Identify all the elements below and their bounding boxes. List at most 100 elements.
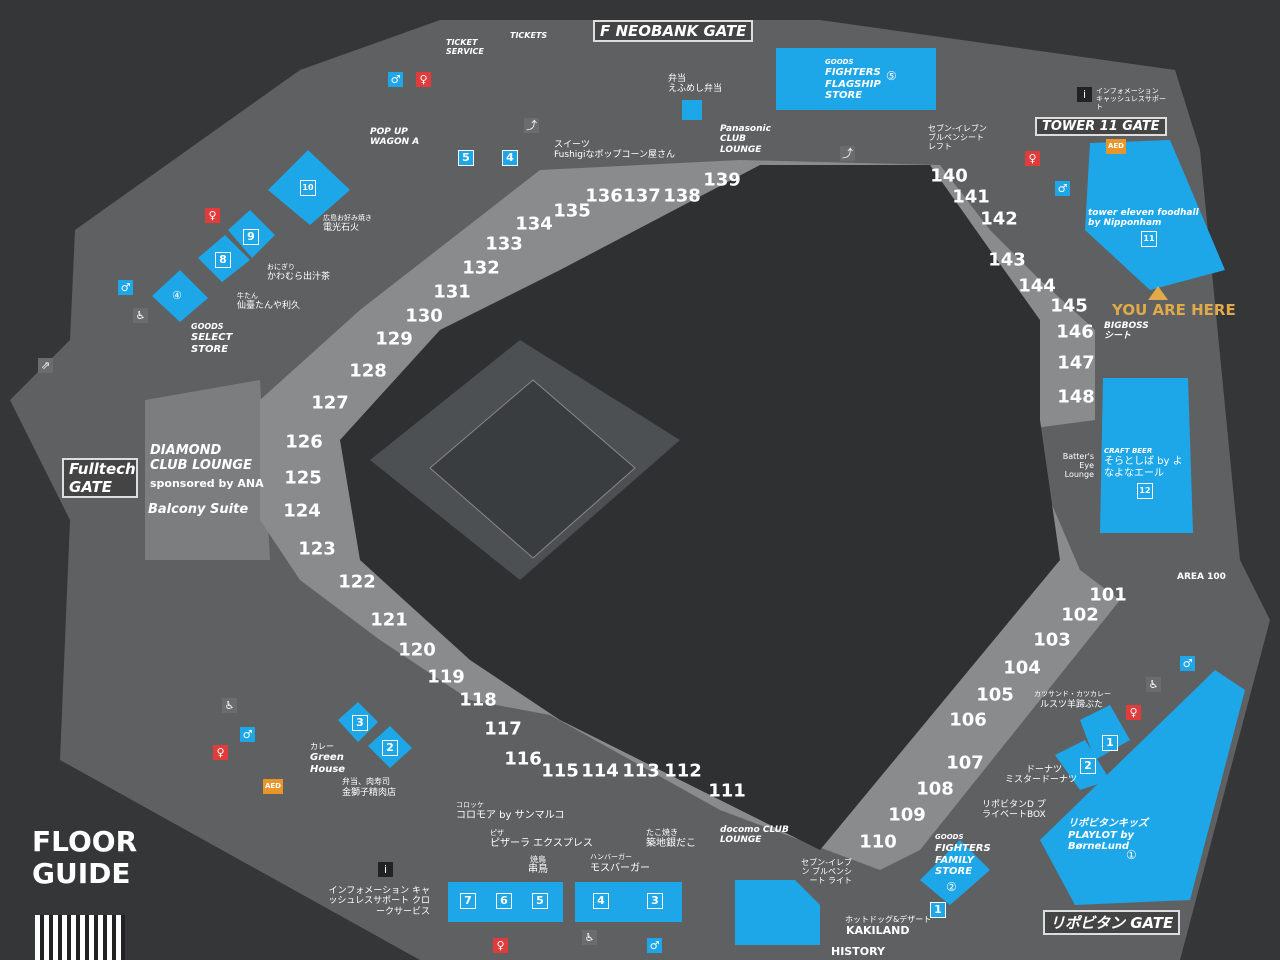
label-ticket-service: TICKET SERVICE — [446, 38, 484, 57]
section-147: 147 — [1057, 352, 1095, 374]
gate-lipovitan: リポビタン GATE — [1043, 910, 1181, 935]
section-139: 139 — [703, 169, 741, 191]
section-109: 109 — [888, 804, 926, 826]
shop-number: 2 — [1080, 758, 1096, 774]
shop-number: 5 — [458, 150, 474, 166]
label-popup-wagon: POP UP WAGON A — [370, 127, 420, 148]
label-family-store: FIGHTERS FAMILY STORE — [935, 843, 991, 877]
label-pizza-cat: ピザ — [490, 829, 504, 837]
aed-icon: AED — [263, 779, 283, 794]
you-are-here-label: YOU ARE HERE — [1112, 301, 1236, 319]
escalator-icon: ⤴ — [524, 118, 539, 133]
section-107: 107 — [946, 752, 984, 774]
section-145: 145 — [1050, 295, 1088, 317]
section-117: 117 — [484, 718, 522, 740]
section-144: 144 — [1018, 275, 1056, 297]
shop-number: 10 — [300, 180, 316, 196]
label-burger-cat: ハンバーガー — [590, 853, 632, 861]
section-115: 115 — [541, 760, 579, 782]
wheelchair-icon: ♿ — [582, 930, 597, 945]
section-136: 136 — [585, 185, 623, 207]
label-diamond-club: DIAMOND CLUB LOUNGE — [150, 443, 252, 473]
section-137: 137 — [623, 185, 661, 207]
label-kakiland-cat: ホットドッグ&デザート — [845, 915, 932, 924]
label-area-100: AREA 100 — [1177, 572, 1226, 582]
label-bullpen-left: セブン-イレブン ブルペンシート レフト — [928, 124, 987, 152]
label-bento: えふめし弁当 — [668, 84, 723, 94]
shop-number: 8 — [215, 252, 231, 268]
section-131: 131 — [433, 281, 471, 303]
section-125: 125 — [284, 467, 322, 489]
label-kids-playlot: リポビタンキッズ PLAYLOT by BørneLund — [1068, 818, 1148, 852]
shop-number: 2 — [382, 740, 398, 756]
label-craft-cat: CRAFT BEER — [1104, 447, 1153, 455]
shop-number: 6 — [496, 893, 512, 909]
restroom-female-icon: ♀ — [1025, 151, 1040, 166]
section-146: 146 — [1056, 321, 1094, 343]
section-129: 129 — [375, 328, 413, 350]
label-curry-cat: カレー — [310, 742, 334, 751]
label-yakitori-cat: 焼鳥 — [530, 855, 546, 864]
section-113: 113 — [622, 760, 660, 782]
restroom-female-icon: ♀ — [213, 745, 228, 760]
shop-number: 4 — [502, 150, 518, 166]
label-info-bottom: インフォメーション キャッシュレスサポート クロークサービス — [328, 886, 430, 917]
section-121: 121 — [370, 609, 408, 631]
label-kakiland: KAKILAND — [846, 924, 910, 937]
section-108: 108 — [916, 778, 954, 800]
restroom-male-icon: ♂ — [118, 280, 133, 295]
information-icon: i — [1077, 87, 1092, 102]
section-110: 110 — [859, 831, 897, 853]
infield-grass — [429, 379, 636, 559]
label-sweets: Fushigiなポップコーン屋さん — [554, 150, 676, 160]
label-info-top: インフォメーション キャッシュレスサポート — [1096, 87, 1166, 112]
label-diamond-sponsor: sponsored by ANA — [150, 477, 264, 490]
restroom-female-icon: ♀ — [205, 208, 220, 223]
restroom-male-icon: ♂ — [1055, 181, 1070, 196]
label-donut: ミスタードーナツ — [1005, 775, 1078, 785]
section-114: 114 — [581, 760, 619, 782]
label-bullpen-right: セブン-イレブン ブルペンシート ライト — [801, 858, 852, 886]
section-124: 124 — [283, 500, 321, 522]
section-102: 102 — [1061, 604, 1099, 626]
section-119: 119 — [427, 666, 465, 688]
section-104: 104 — [1003, 657, 1041, 679]
section-138: 138 — [663, 185, 701, 207]
you-are-here-marker — [1148, 286, 1168, 300]
section-148: 148 — [1057, 386, 1095, 408]
label-history: HISTORY — [831, 945, 885, 958]
section-132: 132 — [462, 257, 500, 279]
escalator-icon: ⤴ — [840, 146, 855, 161]
label-family-num: ② — [946, 880, 957, 894]
label-gyutan: 仙臺たんや利久 — [237, 301, 301, 311]
gate-tower-11: TOWER 11 GATE — [1035, 117, 1167, 136]
section-142: 142 — [980, 208, 1018, 230]
restroom-male-icon: ♂ — [1180, 656, 1195, 671]
label-panasonic-lounge: Panasonic CLUB LOUNGE — [720, 124, 771, 155]
restroom-female-icon: ♀ — [493, 938, 508, 953]
label-batters-eye: Batter's Eye Lounge — [1062, 452, 1094, 480]
wheelchair-icon: ♿ — [222, 698, 237, 713]
label-flagship-goods: GOODS — [825, 58, 854, 66]
label-tako: 築地銀だこ — [646, 838, 696, 849]
label-select-goods: GOODS — [191, 322, 224, 331]
section-140: 140 — [930, 165, 968, 187]
section-133: 133 — [485, 233, 523, 255]
shop-number: 4 — [593, 893, 609, 909]
label-katsu-cat: カツサンド・カツカレー — [1034, 690, 1111, 698]
section-112: 112 — [664, 760, 702, 782]
label-burger: モスバーガー — [590, 863, 650, 874]
label-onigiri: かわむら出汁茶 — [267, 272, 331, 282]
shop-number: 12 — [1137, 483, 1153, 499]
gate-fulltech: Fulltech GATE — [62, 458, 138, 498]
section-120: 120 — [398, 639, 436, 661]
label-tako-cat: たこ焼き — [646, 828, 678, 837]
section-105: 105 — [976, 684, 1014, 706]
label-gyutan-cat: 牛たん — [237, 292, 258, 300]
label-craft-beer: そらとしば by よなよなエール — [1104, 456, 1183, 479]
label-okonomi-cat: 広島お好み焼き — [323, 214, 372, 222]
restroom-male-icon: ♂ — [647, 938, 662, 953]
label-yakitori: 串鳥 — [528, 864, 548, 875]
label-korokke-cat: コロッケ — [456, 801, 484, 809]
label-katsu: ルスツ羊蹄ぶた — [1040, 700, 1104, 710]
